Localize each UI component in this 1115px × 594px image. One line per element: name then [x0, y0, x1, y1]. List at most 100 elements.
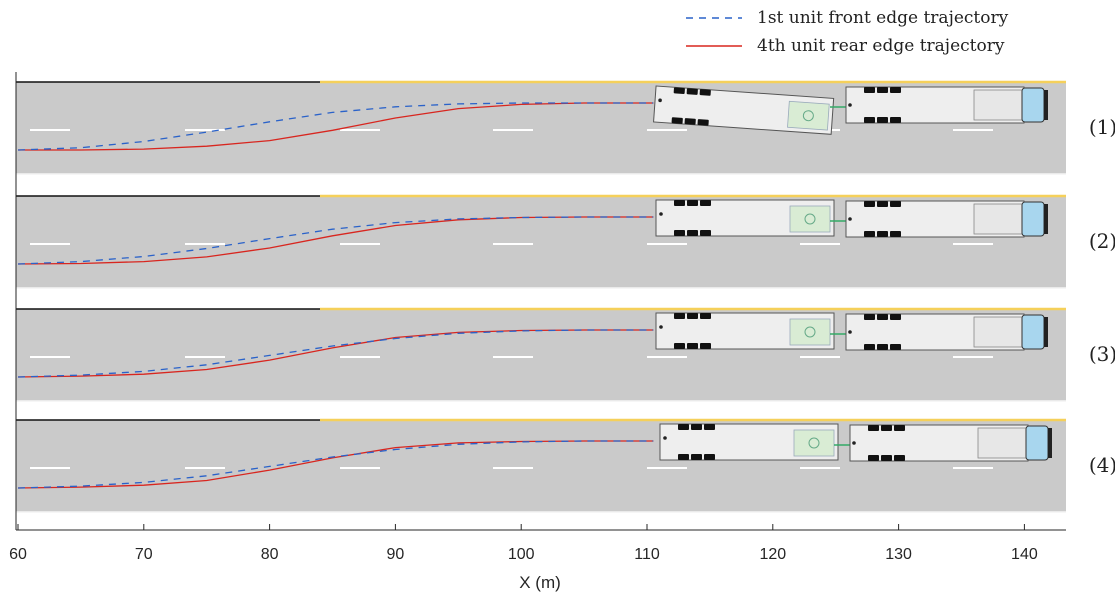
panel-label: (2): [1089, 229, 1115, 253]
hitch-point: [852, 441, 856, 445]
lane-dash: [185, 243, 225, 245]
legend-label-rear-edge: 4th unit rear edge trajectory: [757, 36, 1005, 56]
tire-group: [868, 455, 905, 461]
dolly-frame: [793, 429, 835, 457]
trailer-unit-1: [655, 312, 835, 350]
lane-dash: [30, 243, 70, 245]
panel-label: (1): [1089, 115, 1115, 139]
tractor-bumper: [1044, 204, 1048, 234]
lane-dash: [953, 356, 993, 358]
tractor-cab: [1021, 87, 1045, 123]
lane-dash: [493, 356, 533, 358]
tire-group: [864, 344, 901, 350]
lane-dash: [30, 129, 70, 131]
tire-group: [678, 454, 715, 460]
hitch-point: [659, 212, 663, 216]
tractor-cab: [1025, 425, 1049, 461]
tire-group: [864, 87, 901, 93]
x-tick-label: 80: [261, 546, 279, 563]
dolly-frame: [789, 318, 831, 346]
tire-group: [864, 117, 901, 123]
front-edge-trajectory: [17, 329, 654, 378]
road-panels: (1) (2) (3) (4): [15, 79, 1115, 513]
lane-dash: [185, 467, 225, 469]
tractor-bumper: [1044, 90, 1048, 120]
fifth-wheel: [808, 437, 820, 449]
hitch-point: [663, 436, 667, 440]
tire-group: [864, 314, 901, 320]
legend-label-front-edge: 1st unit front edge trajectory: [757, 8, 1009, 28]
lane-dash: [493, 467, 533, 469]
tractor-chassis: [973, 203, 1025, 235]
tractor-cab: [1021, 201, 1045, 237]
hitch-point: [658, 98, 662, 103]
front-edge-trajectory: [17, 440, 654, 489]
hitch-point: [848, 330, 852, 334]
trailer-unit-1: [655, 199, 835, 237]
lane-dash: [493, 243, 533, 245]
lane-dash: [800, 356, 840, 358]
road-panel: (3): [15, 306, 1115, 402]
lane-dash: [647, 356, 687, 358]
truck-combination: [659, 423, 1052, 462]
hitch-point: [659, 325, 663, 329]
x-tick-label: 130: [885, 546, 912, 563]
lane-dash: [30, 467, 70, 469]
truck-combination: [653, 85, 1048, 135]
x-tick-label: 100: [508, 546, 535, 563]
lane-dash: [953, 129, 993, 131]
x-tick-label: 90: [387, 546, 405, 563]
x-tick-label: 120: [759, 546, 786, 563]
lane-dash: [340, 243, 380, 245]
legend: 1st unit front edge trajectory 4th unit …: [686, 8, 1009, 56]
dolly-frame: [787, 100, 830, 131]
tractor-cab: [1021, 314, 1045, 350]
lane-dash: [340, 467, 380, 469]
front-edge-trajectory: [17, 216, 654, 265]
panel-label: (3): [1089, 342, 1115, 366]
lane-dash: [30, 356, 70, 358]
dolly-frame: [789, 205, 831, 233]
lane-dash: [800, 467, 840, 469]
fifth-wheel: [804, 326, 816, 338]
tire-group: [674, 200, 711, 206]
lane-dash: [647, 243, 687, 245]
tractor-bumper: [1044, 317, 1048, 347]
lane-dash: [340, 356, 380, 358]
x-tick-label: 140: [1011, 546, 1038, 563]
tire-group: [674, 230, 711, 236]
tire-group: [674, 343, 711, 349]
tire-group: [868, 425, 905, 431]
tire-group: [674, 313, 711, 319]
road-panel: (2): [15, 193, 1115, 289]
tractor-chassis: [977, 427, 1029, 459]
tractor-chassis: [973, 89, 1025, 121]
tractor-chassis: [973, 316, 1025, 348]
trailer-unit-1: [659, 423, 839, 461]
x-tick-label: 110: [634, 546, 660, 563]
tire-group: [678, 424, 715, 430]
lane-dash: [185, 356, 225, 358]
lane-dash: [340, 129, 380, 131]
hitch-point: [848, 103, 852, 107]
lane-dash: [647, 129, 687, 131]
fifth-wheel: [802, 110, 814, 122]
lane-dash: [647, 467, 687, 469]
x-axis: 60 70 80 90 100 110 120 130 140: [9, 72, 1066, 563]
x-tick-label: 60: [9, 546, 27, 563]
panel-label: (4): [1089, 453, 1115, 477]
trailer-unit-1: [653, 85, 835, 135]
x-axis-title: X (m): [519, 573, 561, 592]
tractor-bumper: [1048, 428, 1052, 458]
x-tick-label: 70: [135, 546, 153, 563]
truck-combination: [655, 199, 1048, 238]
lane-dash: [493, 129, 533, 131]
lane-dash: [185, 129, 225, 131]
rear-edge-trajectory: [18, 102, 654, 151]
lane-dash: [953, 243, 993, 245]
lane-dash: [800, 243, 840, 245]
hitch-point: [848, 217, 852, 221]
road-panel: (4): [15, 417, 1115, 513]
tire-group: [864, 231, 901, 237]
